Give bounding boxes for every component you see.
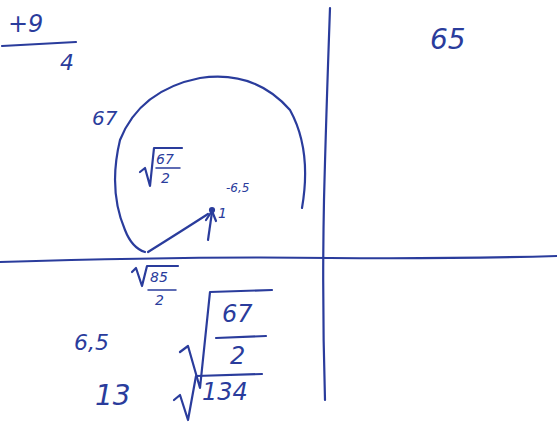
- handwritten-number: 65: [430, 26, 466, 54]
- handwritten-number: 1: [218, 206, 227, 220]
- vertical-axis: [323, 8, 330, 400]
- handwritten-number: 2: [161, 171, 170, 185]
- handwritten-number: 67: [156, 152, 174, 166]
- handwritten-number: 2: [230, 344, 245, 368]
- handwritten-number: 2: [155, 293, 164, 307]
- handwritten-number: 67: [222, 302, 253, 326]
- fraction-bar: [216, 336, 266, 338]
- horizontal-axis: [0, 256, 557, 262]
- radical-sign: [174, 374, 262, 420]
- radical-sign: [140, 148, 182, 186]
- radius-line: [148, 214, 208, 252]
- fraction-bar: [148, 289, 176, 291]
- handwritten-number: -6,5: [226, 182, 249, 194]
- handwritten-number: 85: [150, 270, 168, 284]
- handwritten-number: +9: [8, 12, 43, 36]
- fraction-bar: [2, 42, 76, 46]
- circle-arc: [115, 77, 305, 252]
- center-point: [210, 208, 214, 212]
- handwritten-number: 6,5: [74, 332, 109, 354]
- handwritten-number: 67: [92, 108, 117, 128]
- handwritten-number: 4: [60, 52, 74, 74]
- handwritten-number: 13: [95, 382, 131, 410]
- fraction-bar: [156, 167, 180, 169]
- handwritten-number: 134: [202, 380, 248, 404]
- radical-sign: [132, 266, 178, 286]
